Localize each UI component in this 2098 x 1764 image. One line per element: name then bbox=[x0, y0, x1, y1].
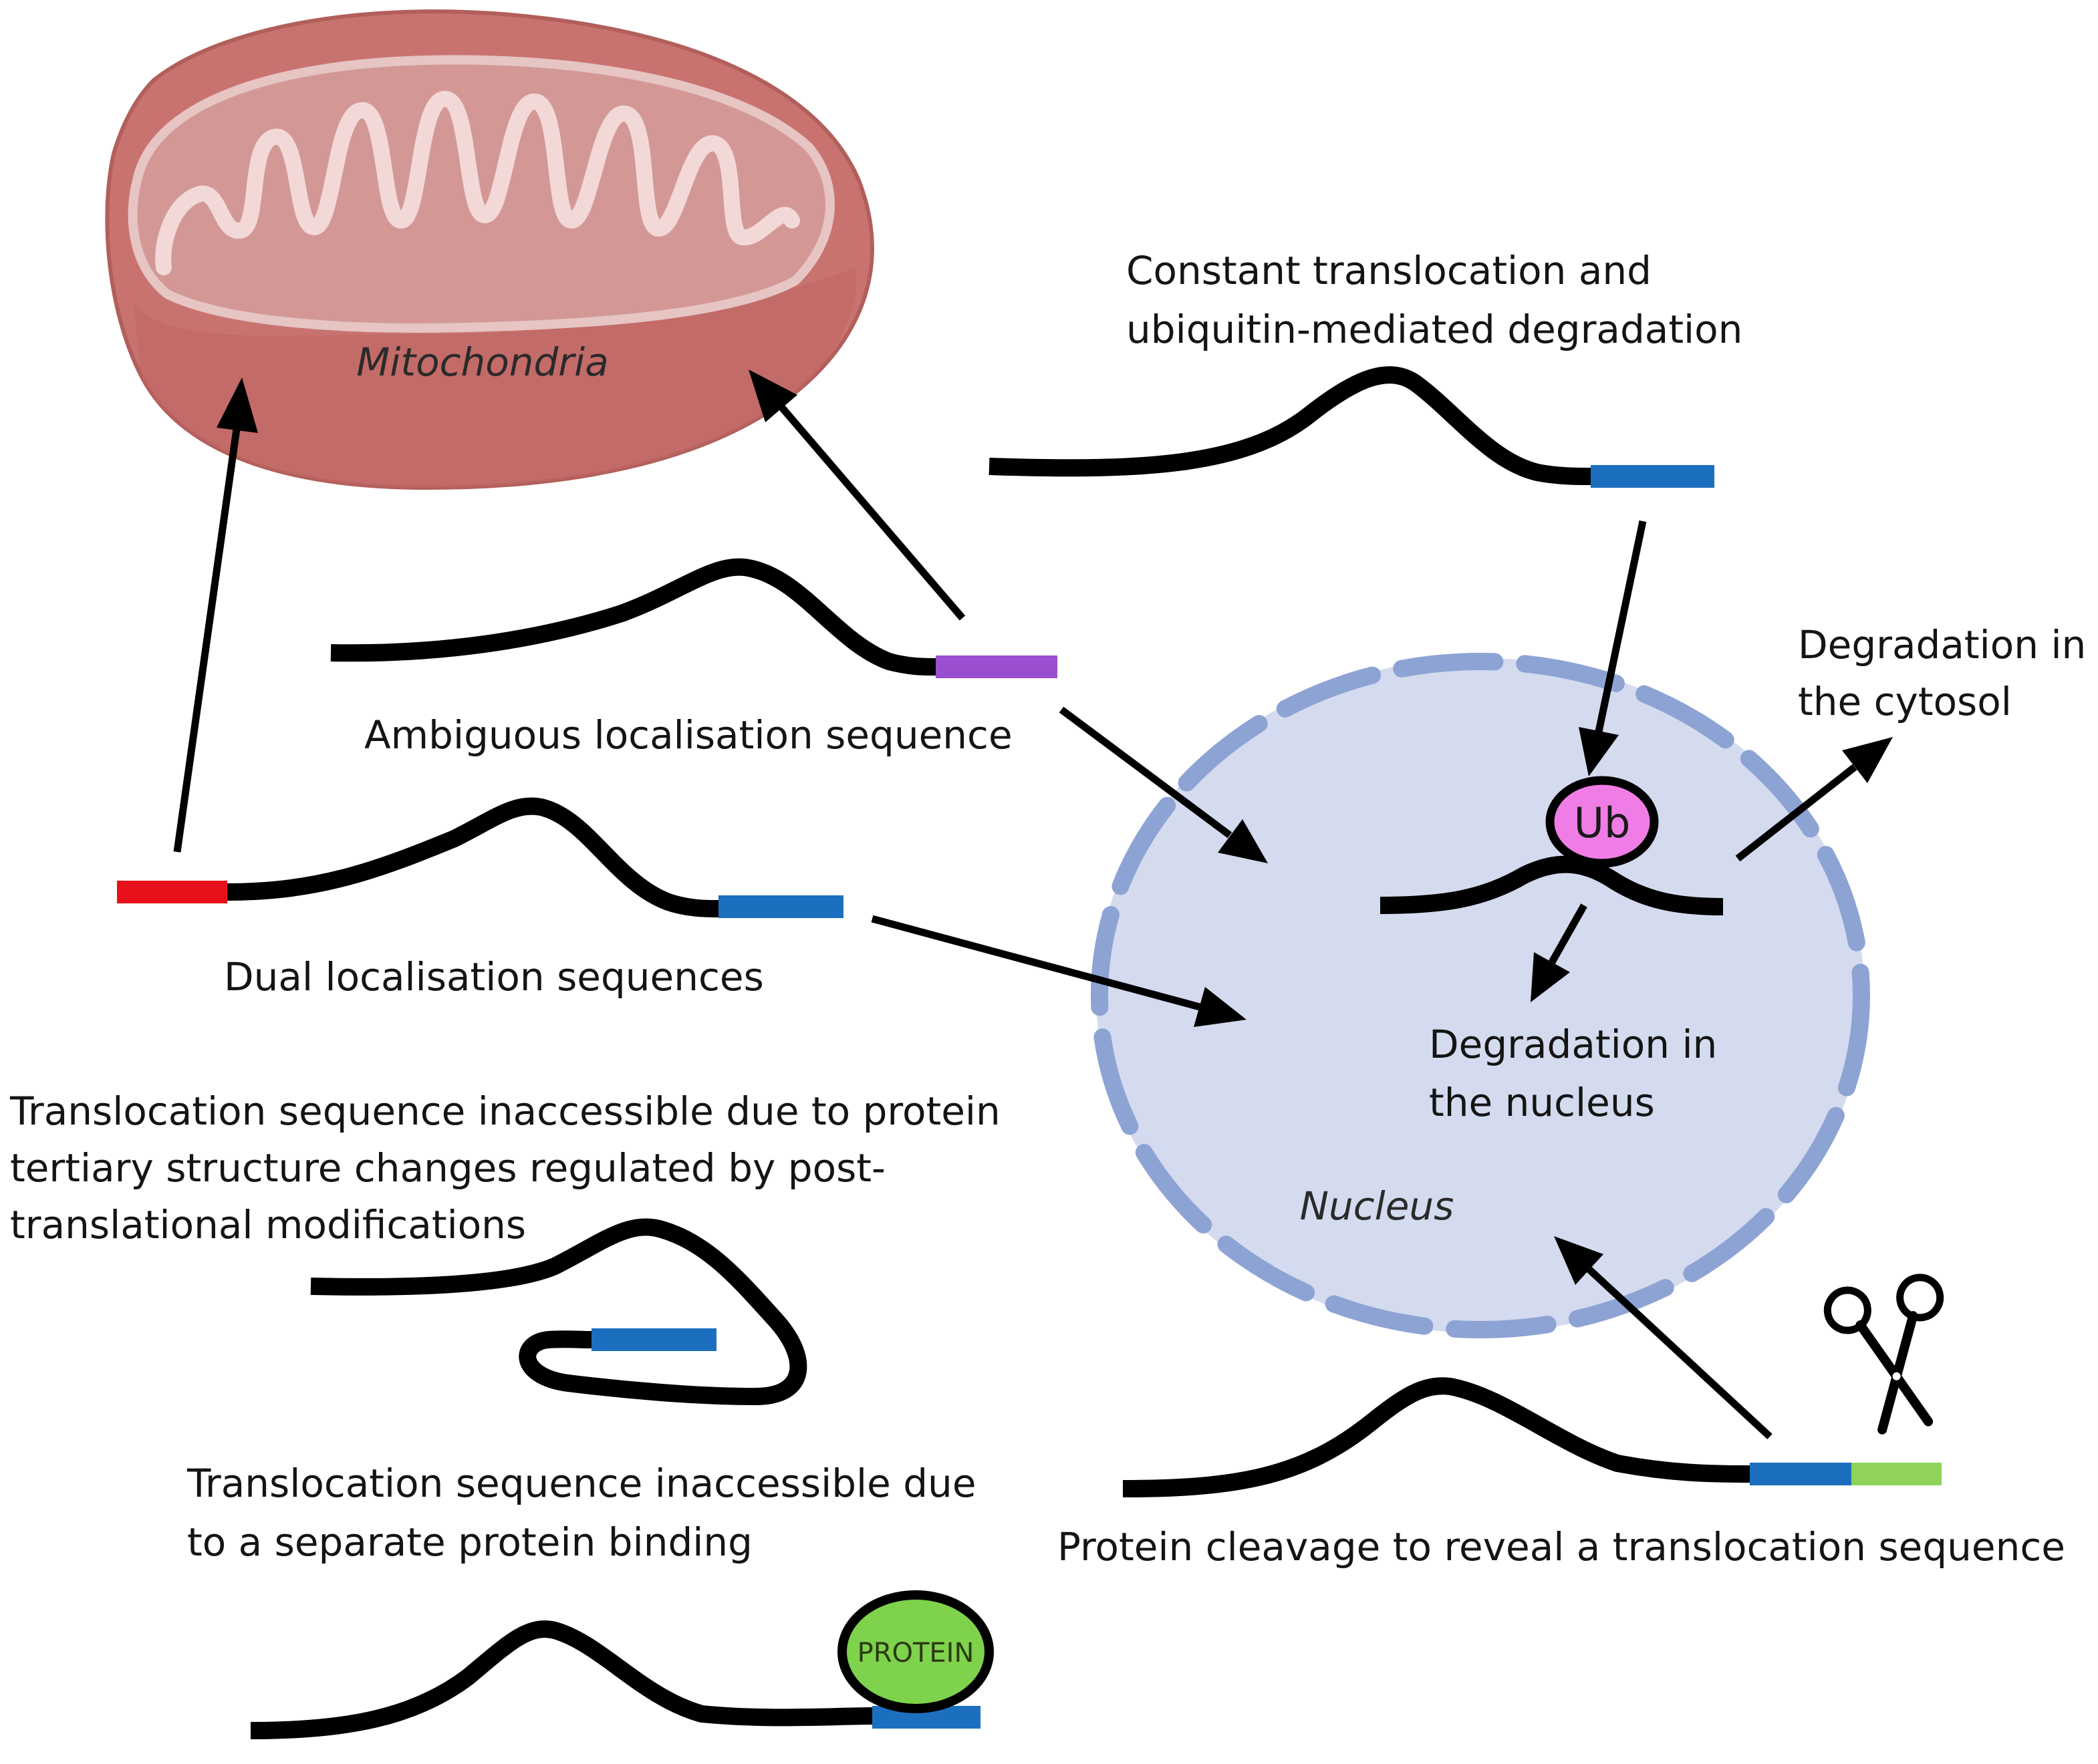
tertiary-label-line3: translational modifications bbox=[10, 1202, 526, 1247]
nuclear-envelope bbox=[1091, 653, 1870, 1338]
protein-chain bbox=[989, 366, 1591, 485]
tertiary-label-line2: tertiary structure changes regulated by … bbox=[10, 1145, 886, 1191]
ubiquitin-tag bbox=[1545, 776, 1659, 868]
nucleus-degradation-label-line1: Degradation in bbox=[1429, 1022, 1717, 1067]
nucleus-degradation-label-line2: the nucleus bbox=[1429, 1080, 1655, 1125]
mitochondrion-inner-membrane bbox=[128, 55, 835, 333]
ubiquitinated-protein: Ub bbox=[1380, 776, 1724, 915]
arrow-dual-to-nucleus bbox=[871, 915, 1247, 1027]
protein-chain bbox=[1122, 1377, 1752, 1497]
arrow-to-cytosol-degradation bbox=[1735, 737, 1893, 862]
nucleus: Nucleus bbox=[1091, 653, 1870, 1338]
mitochondrion-cristae bbox=[155, 91, 800, 275]
binding-label-line2: to a separate protein binding bbox=[187, 1519, 753, 1565]
arrow-dual-to-mitochondria bbox=[173, 378, 258, 853]
protein-chain bbox=[330, 558, 936, 676]
ambiguous-label: Ambiguous localisation sequence bbox=[364, 712, 1013, 758]
mitochondrion-lower-shadow bbox=[134, 267, 857, 488]
constant-translocation-label-line2: ubiquitin-mediated degradation bbox=[1126, 307, 1742, 352]
nucleus-label: Nucleus bbox=[1300, 1183, 1454, 1229]
protein-cleavage bbox=[1122, 1274, 1944, 1497]
protein-chain bbox=[310, 1218, 807, 1405]
protein-chain bbox=[250, 1620, 876, 1739]
protein-chain bbox=[1380, 855, 1724, 915]
constant-translocation-label-line1: Constant translocation and bbox=[1126, 248, 1652, 293]
cleavage-label: Protein cleavage to reveal a translocati… bbox=[1057, 1524, 2065, 1570]
cytosol-degradation-label-line2: the cytosol bbox=[1798, 679, 2012, 724]
binding-protein-label: PROTEIN bbox=[858, 1638, 974, 1668]
mitochondrion: Mitochondria bbox=[105, 9, 874, 490]
protein-dual bbox=[117, 797, 843, 918]
dual-label: Dual localisation sequences bbox=[224, 954, 764, 1000]
cytosol-degradation-label-line1: Degradation in bbox=[1798, 622, 2086, 668]
binding-label-line1: Translocation sequence inaccessible due bbox=[186, 1461, 976, 1506]
ubiquitin-label: Ub bbox=[1574, 798, 1631, 847]
protein-tertiary-structure bbox=[310, 1218, 807, 1405]
protein-chain bbox=[227, 797, 719, 917]
binding-protein bbox=[837, 1590, 994, 1713]
arrow-ambiguous-to-mitochondria bbox=[749, 370, 966, 621]
tertiary-label-line1: Translocation sequence inaccessible due … bbox=[9, 1088, 1001, 1134]
nucleus-body bbox=[1096, 658, 1865, 1333]
arrow-ambiguous-to-nucleus bbox=[1059, 706, 1268, 863]
scissors-icon bbox=[1823, 1274, 1944, 1435]
arrow-constant-to-nucleus bbox=[1579, 520, 1647, 776]
protein-constant-translocation bbox=[989, 366, 1714, 488]
arrows bbox=[173, 370, 1893, 1440]
protein-bound: PROTEIN bbox=[250, 1590, 994, 1739]
mitochondria-label: Mitochondria bbox=[356, 339, 609, 385]
protein-ambiguous bbox=[330, 558, 1057, 678]
arrow-to-nucleus-degradation bbox=[1531, 903, 1587, 1002]
arrow-cleavage-to-nucleus bbox=[1554, 1236, 1773, 1440]
